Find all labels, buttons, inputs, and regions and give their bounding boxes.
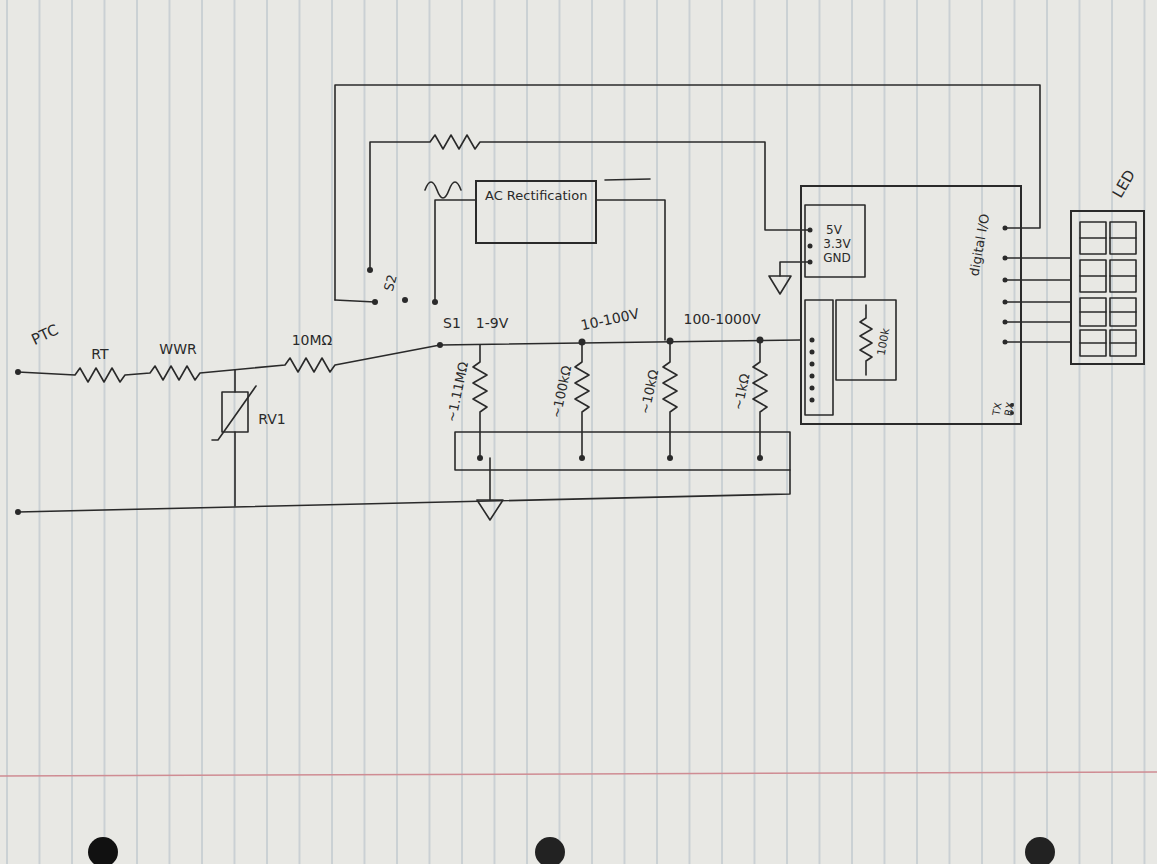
part-name: RT xyxy=(91,347,108,362)
ground-wire xyxy=(780,262,808,276)
pin-name: digital I/O xyxy=(967,213,992,278)
divider-resistor xyxy=(473,345,487,458)
switch-contact xyxy=(579,455,585,461)
pin-dot xyxy=(1003,256,1008,261)
pin-dot xyxy=(1010,403,1014,407)
pin-name: TX xyxy=(990,402,1003,417)
switch-contact xyxy=(402,297,408,303)
top-wire xyxy=(335,85,1040,300)
switch-wire xyxy=(335,300,375,302)
pin-dot xyxy=(1003,340,1008,345)
switch-contact xyxy=(667,455,673,461)
switch-contact xyxy=(432,299,438,305)
pin-name: RX xyxy=(1002,401,1015,417)
part-name: WWR xyxy=(159,342,196,357)
switch-contact xyxy=(372,299,378,305)
pin-dot xyxy=(808,244,813,249)
resistor-value: 10MΩ xyxy=(292,333,333,348)
range-label: 1-9V xyxy=(476,316,508,331)
pin-wire xyxy=(1005,258,1020,342)
rectifier-box: AC Rectification xyxy=(475,180,597,244)
switch-contact xyxy=(367,267,373,273)
return-wire xyxy=(18,470,790,512)
pin-dot xyxy=(810,338,815,343)
junction-dot xyxy=(667,338,674,345)
signal-wire xyxy=(1022,341,1070,343)
pin-dot xyxy=(1003,278,1008,283)
sine-symbol xyxy=(425,182,461,198)
resistor-value: ~1.11MΩ xyxy=(445,361,472,424)
pulldown-resistor xyxy=(860,305,872,375)
divider-resistor xyxy=(575,342,589,458)
ac-output-wire xyxy=(597,200,665,340)
pin-dot xyxy=(1003,300,1008,305)
margin-line xyxy=(0,772,1157,776)
pin-dot xyxy=(808,228,813,233)
pin-dot xyxy=(810,386,815,391)
divider-resistor xyxy=(663,341,677,458)
switch-contact xyxy=(757,455,763,461)
input-wire xyxy=(18,340,800,382)
binder-hole xyxy=(88,837,118,864)
pin-name: 5V xyxy=(826,224,842,237)
display-label: LED xyxy=(1110,167,1139,201)
varistor-wire xyxy=(234,370,236,506)
pin-dot xyxy=(808,260,813,265)
resistor-value: ~100kΩ xyxy=(549,365,574,420)
signal-wire xyxy=(1022,279,1070,281)
signal-wire xyxy=(1022,257,1070,259)
switch-contact xyxy=(437,342,443,348)
ground-symbol xyxy=(769,276,791,294)
range-switch xyxy=(455,432,790,470)
resistor-value: 100k xyxy=(876,327,893,356)
pin-name: GND xyxy=(823,252,851,265)
block-label: AC Rectification xyxy=(485,189,589,203)
analog-header xyxy=(805,300,833,415)
varistor-symbol xyxy=(222,392,248,432)
switch-name: S1 xyxy=(443,316,461,331)
pin-dot xyxy=(1003,226,1008,231)
part-name: RV1 xyxy=(258,412,285,427)
dc-symbol xyxy=(605,179,650,180)
pin-dot xyxy=(810,362,815,367)
pin-dot xyxy=(810,398,815,403)
resistor-value: ~1kΩ xyxy=(731,373,753,412)
microcontroller-board: 5V3.3VGND digital I/O TXRX xyxy=(800,185,1022,425)
signal-wire xyxy=(1022,321,1070,323)
digit-segment xyxy=(1080,238,1136,343)
binder-hole xyxy=(1025,837,1055,864)
power-header xyxy=(805,205,865,277)
part-name: PTC xyxy=(29,322,61,349)
terminal-dot xyxy=(15,509,21,515)
pin-name: 3.3V xyxy=(823,238,850,251)
pin-dot xyxy=(1003,320,1008,325)
pin-dot xyxy=(1010,411,1014,415)
led-display: LED xyxy=(1070,210,1145,365)
binder-hole xyxy=(535,837,565,864)
pin-dot xyxy=(810,350,815,355)
switch-name: S2 xyxy=(382,273,400,293)
junction-dot xyxy=(757,337,764,344)
terminal-dot xyxy=(15,369,21,375)
divider-resistor xyxy=(753,340,767,458)
junction-dot xyxy=(579,339,586,346)
pulldown-box xyxy=(836,300,896,380)
range-label: 100-1000V xyxy=(684,312,761,327)
pin-dot xyxy=(810,374,815,379)
ground-symbol xyxy=(477,500,503,520)
ground-wire xyxy=(489,458,491,500)
resistor-value: ~10kΩ xyxy=(638,369,661,416)
range-label: 10-100V xyxy=(579,306,640,333)
ac-input-wire xyxy=(435,200,475,302)
signal-wire xyxy=(1022,301,1070,303)
varistor-slash xyxy=(212,386,256,440)
switch-contact xyxy=(477,455,483,461)
